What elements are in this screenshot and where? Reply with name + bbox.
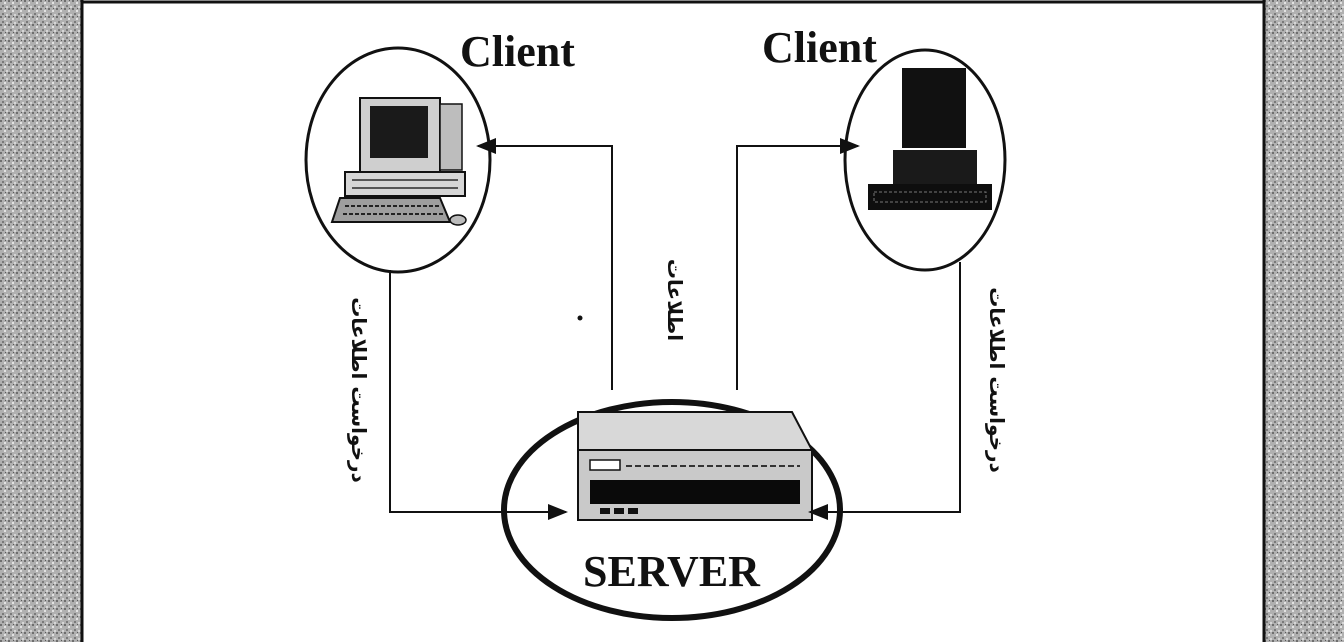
- left-client-label: Client: [460, 27, 575, 76]
- left-request-arrow: [389, 270, 568, 520]
- right-client-computer-icon: [868, 68, 992, 210]
- right-client-ellipse: [843, 48, 1007, 272]
- server-ellipse: [501, 399, 843, 621]
- right-request-label: درخواست اطلاعات: [985, 287, 1009, 473]
- server-machine-icon: [577, 411, 814, 521]
- right-textured-border: [1264, 0, 1344, 642]
- left-info-arrow: [476, 138, 613, 390]
- left-textured-border: [0, 0, 82, 642]
- left-client-computer-icon: [330, 97, 467, 226]
- right-request-arrow: [808, 262, 961, 520]
- right-info-arrow: [736, 138, 860, 390]
- left-request-label: درخواست اطلاعات: [347, 297, 371, 483]
- stray-dot: [577, 315, 583, 321]
- right-client-label: Client: [762, 23, 877, 72]
- left-client-ellipse: [304, 46, 492, 274]
- center-info-label: اطلاعات: [663, 259, 687, 341]
- server-label: SERVER: [583, 547, 761, 596]
